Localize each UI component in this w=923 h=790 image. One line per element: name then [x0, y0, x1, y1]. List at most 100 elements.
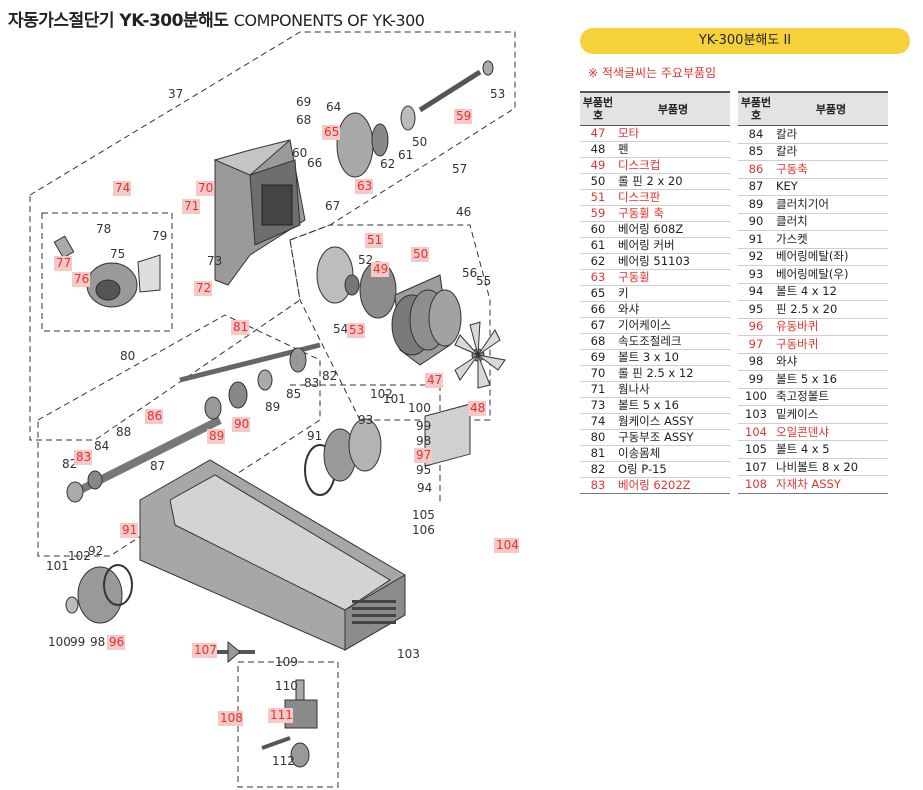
- callout-part: 78: [96, 222, 111, 236]
- part-number: 69: [580, 349, 616, 366]
- fan: [454, 321, 506, 389]
- callout-part: 56: [462, 266, 477, 280]
- part-name: 속도조절레크: [616, 333, 730, 350]
- callout-part: 60: [292, 146, 307, 160]
- part-name: 자재차 ASSY: [774, 475, 888, 494]
- callout-part: 109: [275, 655, 298, 669]
- callout-highlight: [454, 109, 472, 124]
- callout-part: 100: [408, 401, 431, 415]
- callout-highlight: [411, 247, 429, 262]
- callout-part: 89: [265, 400, 280, 414]
- callout-part: 62: [380, 157, 395, 171]
- callout-part: 105: [412, 508, 435, 522]
- part-name: 구동축: [774, 160, 888, 179]
- callout-part: 98: [90, 635, 105, 649]
- callout-part: 55: [476, 274, 491, 288]
- callout-part: 37: [168, 87, 183, 101]
- callout-part: 95: [416, 463, 431, 477]
- callout-highlight: [194, 281, 212, 296]
- part-name: 볼트 5 x 16: [774, 370, 888, 389]
- gear-case: [213, 139, 306, 286]
- part-number: 84: [738, 125, 774, 144]
- callout-key-part: 107: [194, 643, 217, 657]
- part-number: 98: [738, 353, 774, 372]
- callout-highlight: [347, 323, 365, 338]
- callout-part: 52: [358, 253, 373, 267]
- callout-part: 83: [304, 376, 319, 390]
- part-number: 93: [738, 265, 774, 284]
- callout-highlight: [268, 708, 293, 723]
- callout-part: 46: [456, 205, 471, 219]
- part-number: 85: [738, 143, 774, 162]
- callout-part: 80: [120, 349, 135, 363]
- callout-highlight: [182, 199, 200, 214]
- part-number: 67: [580, 317, 616, 334]
- part-name: 와샤: [774, 353, 888, 372]
- part-number: 97: [738, 335, 774, 354]
- callout-key-part: 49: [373, 262, 388, 276]
- part-name: 이송몸체: [616, 445, 730, 462]
- part-name: 베어링메탈(우): [774, 265, 888, 284]
- part-number: 99: [738, 370, 774, 389]
- part-name: KEY: [774, 178, 888, 197]
- callout-part: 102: [370, 387, 393, 401]
- part-number: 59: [580, 205, 616, 222]
- callout-key-part: 90: [234, 417, 249, 431]
- callout-highlight: [196, 181, 214, 196]
- part-number: 80: [580, 429, 616, 446]
- callout-highlight: [468, 401, 486, 416]
- part-number: 73: [580, 397, 616, 414]
- part-name: 오일콘덴샤: [774, 423, 888, 442]
- callout-part: 88: [116, 425, 131, 439]
- callout-part: 67: [325, 199, 340, 213]
- oil-condenser: [424, 403, 471, 467]
- callout-key-part: 48: [470, 401, 485, 415]
- callout-key-part: 65: [324, 125, 339, 139]
- part-number: 62: [580, 253, 616, 270]
- part-name: 나비볼트 8 x 20: [774, 458, 888, 477]
- part-number: 94: [738, 283, 774, 302]
- callout-key-part: 77: [56, 256, 71, 270]
- part-number: 95: [738, 300, 774, 319]
- part-number: 82: [580, 461, 616, 478]
- callout-part: 98: [416, 434, 431, 448]
- part-name: 칼라: [774, 125, 888, 144]
- part-number: 96: [738, 318, 774, 337]
- callout-part: 100: [48, 635, 71, 649]
- wing-bolt: [215, 640, 255, 664]
- callout-key-part: 63: [357, 179, 372, 193]
- callout-highlight: [414, 448, 432, 463]
- part-number: 83: [580, 477, 616, 494]
- callout-key-part: 47: [427, 373, 442, 387]
- motor: [391, 274, 462, 366]
- callout-key-part: 76: [74, 272, 89, 286]
- callout-part: 99: [70, 635, 85, 649]
- callout-key-part: 72: [196, 281, 211, 295]
- callout-key-part: 91: [122, 523, 137, 537]
- part-name: 칼라: [774, 143, 888, 162]
- callout-highlight: [355, 179, 373, 194]
- part-name: 롤 핀 2.5 x 12: [616, 365, 730, 382]
